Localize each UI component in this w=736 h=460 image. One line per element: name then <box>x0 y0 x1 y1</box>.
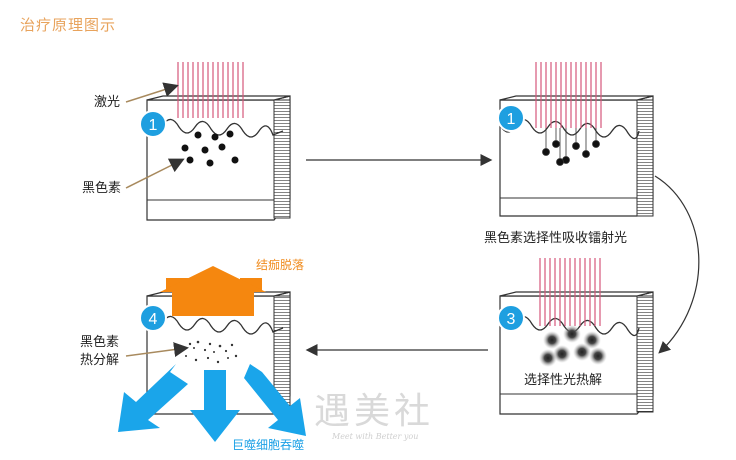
label-laser: 激光 <box>94 95 121 110</box>
pointer-melanin-4 <box>125 342 189 358</box>
laser-beams-2 <box>535 62 602 128</box>
badge-1 <box>139 110 167 138</box>
badge-2-text: 1 <box>507 111 516 128</box>
pointer-melanin <box>125 158 185 189</box>
block-step2 <box>499 62 654 217</box>
badge-3-text: 3 <box>507 311 516 328</box>
label-melanin: 黑色素 <box>82 181 122 196</box>
caption-step3: 选择性光热解 <box>524 373 603 388</box>
fragments-4 <box>185 340 238 364</box>
melanin-dots-1 <box>181 130 239 167</box>
block-step3 <box>499 258 654 415</box>
badge-3 <box>497 304 525 332</box>
laser-beams-1 <box>177 62 244 118</box>
heated-dots-3 <box>539 325 607 367</box>
badge-1-text: 1 <box>149 117 158 134</box>
badge-4-text: 4 <box>149 311 158 328</box>
arrow-2-to-3 <box>654 175 700 354</box>
pointer-laser <box>125 82 179 103</box>
label-melanin-decompose: 黑色素 热分解 <box>80 335 120 368</box>
blue-down-arrows <box>118 364 306 442</box>
absorbing-dots-2 <box>542 128 600 166</box>
watermark-logo: 遇美社 <box>314 391 435 432</box>
caption-macrophage: 巨噬细胞吞噬 <box>232 438 305 452</box>
page-title: 治疗原理图示 <box>20 16 117 34</box>
laser-beams-3 <box>539 258 601 326</box>
caption-step2: 黑色素选择性吸收镭射光 <box>484 231 628 246</box>
badge-2 <box>497 104 525 132</box>
badge-4 <box>139 304 167 332</box>
watermark-sub: Meet with Better you <box>332 432 419 441</box>
orange-up-arrow <box>160 266 266 316</box>
caption-scab-off: 结痂脱落 <box>256 258 305 272</box>
block-step1 <box>146 62 291 221</box>
